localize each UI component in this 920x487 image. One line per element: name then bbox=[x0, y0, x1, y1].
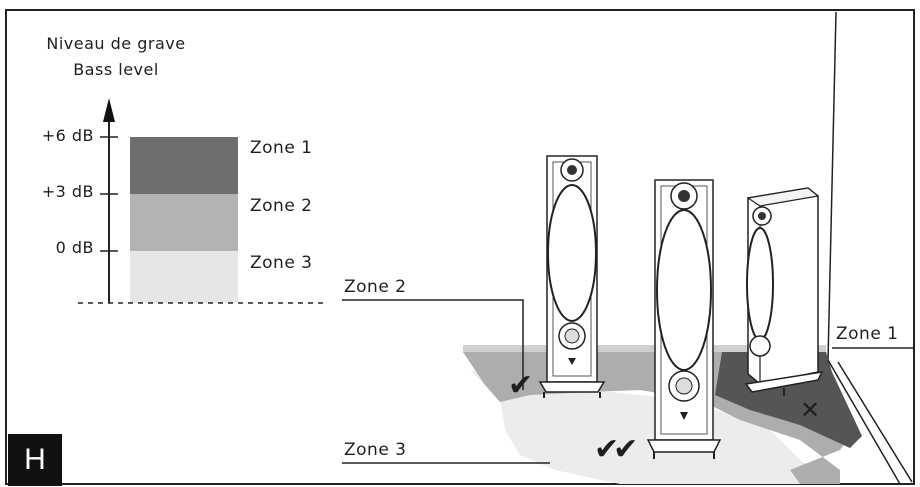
level-label-zone1: Zone 1 bbox=[250, 138, 313, 158]
side-wall-edge-2 bbox=[837, 361, 913, 483]
bass-level-chart bbox=[78, 98, 325, 304]
room-label-zone1: Zone 1 bbox=[836, 324, 899, 344]
tick-label-0db: 0 dB bbox=[55, 238, 94, 257]
zone2-callout-line bbox=[342, 299, 524, 390]
zone2-level-band bbox=[130, 194, 238, 251]
speaker-zone2 bbox=[538, 155, 606, 398]
figure-letter-badge: H bbox=[8, 434, 62, 486]
level-label-zone2: Zone 2 bbox=[250, 196, 313, 216]
wall-corner-line bbox=[827, 11, 837, 361]
y-axis-arrow bbox=[103, 98, 115, 122]
room-label-zone3: Zone 3 bbox=[344, 440, 407, 460]
zone3-double-check-icon: ✔✔ bbox=[594, 432, 638, 467]
room-label-zone2: Zone 2 bbox=[344, 277, 407, 297]
zone3-floor bbox=[470, 370, 838, 484]
bass-chart-title-en: Bass level bbox=[73, 60, 159, 79]
bass-chart-title-fr: Niveau de grave bbox=[46, 34, 186, 53]
zone2-check-icon: ✔ bbox=[508, 368, 534, 403]
zone1-level-band bbox=[130, 137, 238, 194]
speaker-zone1 bbox=[744, 187, 824, 396]
zone1-cross-icon: ✕ bbox=[800, 396, 821, 424]
speaker-zone3 bbox=[646, 179, 722, 459]
figure-frame bbox=[5, 9, 915, 485]
tick-label-3db: +3 dB bbox=[41, 182, 94, 201]
level-label-zone3: Zone 3 bbox=[250, 253, 313, 273]
tick-label-6db: +6 dB bbox=[41, 126, 94, 145]
side-wall-edge bbox=[827, 359, 901, 485]
zone3-level-band bbox=[130, 251, 238, 303]
